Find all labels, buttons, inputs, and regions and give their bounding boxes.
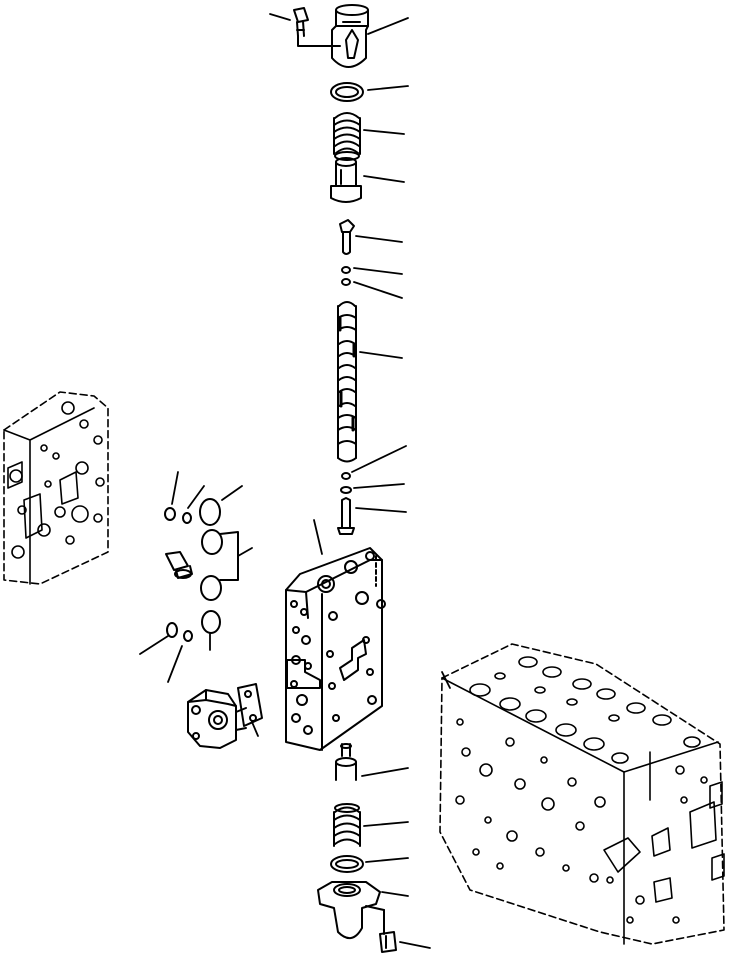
leader-gasket [252,722,258,736]
leader-small-plug [356,236,402,242]
leader-main-assembly [442,672,450,688]
bottom-cap-bolt [380,910,396,952]
leader-top-o-ring [368,86,408,90]
small-plug [340,220,354,254]
leader-side-o-ring-3 [222,486,242,500]
spool [338,302,356,462]
top-cap [298,5,368,67]
leader-top-cap-bolt [270,14,290,20]
leader-bottom-cap [382,892,408,896]
lower-small-o-rings [341,473,351,493]
leader-bottom-cap-bolt [400,942,430,948]
leader-top-cap [368,18,408,34]
leader-lower-o-ring-2 [354,484,404,488]
side-fitting [166,552,192,578]
small-o-ring-pair [342,267,350,285]
leader-bottom-spring [364,822,408,826]
top-spring [334,113,360,160]
leader-side-o-ring-6 [140,636,168,654]
leader-side-o-ring-2 [188,486,204,508]
leader-side-o-ring-7 [168,646,182,682]
lower-pin [338,498,354,534]
leader-o-ring-2 [354,282,402,298]
bottom-o-ring [331,856,363,872]
leader-side-bracket [238,548,252,556]
bottom-cap [318,882,384,938]
top-retainer [331,158,361,202]
reference-main-valve-assembly [440,644,724,944]
leader-top-spring [364,130,404,134]
leader-side-o-ring-1 [172,472,178,504]
top-cap-bolt [294,8,308,36]
solenoid-valve [188,690,246,748]
leader-bottom-retainer [362,768,408,776]
leader-spool [360,352,402,358]
leader-top-retainer [364,176,404,182]
bottom-retainer [336,744,356,780]
bottom-spring [334,804,360,846]
gasket-plate [238,684,262,726]
callout-leaders [140,14,450,948]
leader-valve-block [314,520,322,554]
reference-left-valve-section [4,392,108,584]
valve-section-block [286,548,385,750]
leader-lower-pin [356,508,406,512]
top-o-ring [331,83,363,101]
leader-lower-o-ring-1 [352,446,406,472]
leader-bottom-o-ring [366,858,408,862]
leader-o-ring-1 [354,268,402,274]
